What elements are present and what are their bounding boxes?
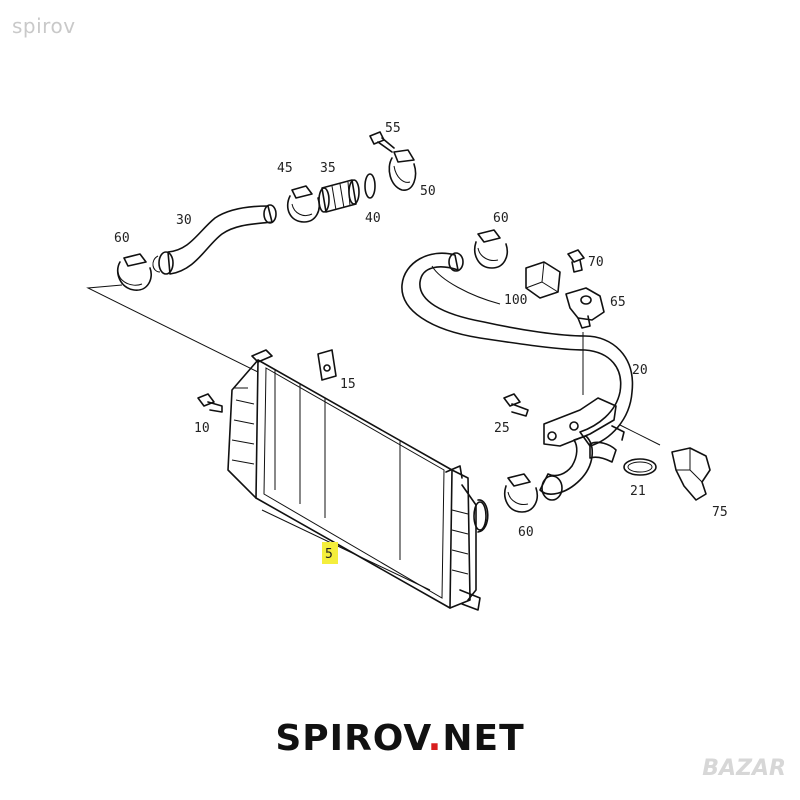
- bolt-25[interactable]: [503, 393, 529, 417]
- charge-air-hose-30[interactable]: [152, 204, 277, 275]
- bolt-70[interactable]: [567, 249, 585, 273]
- o-ring-40[interactable]: [364, 173, 376, 199]
- label-55[interactable]: 55: [385, 121, 401, 136]
- hose-clamp-45[interactable]: [286, 185, 320, 223]
- brand-tld: NET: [442, 718, 525, 759]
- sensor-75[interactable]: [671, 447, 711, 501]
- pressure-sensor-65[interactable]: [565, 287, 605, 329]
- corner-logo: BAZAR: [702, 756, 786, 781]
- label-65[interactable]: 65: [610, 295, 626, 310]
- label-60-top[interactable]: 60: [493, 211, 509, 226]
- hose-clamp-60-lower[interactable]: [504, 473, 538, 513]
- label-100[interactable]: 100: [504, 293, 527, 308]
- label-10[interactable]: 10: [194, 421, 210, 436]
- mounting-bracket[interactable]: [543, 397, 625, 447]
- bolt-10[interactable]: [197, 393, 223, 413]
- label-5[interactable]: 5: [325, 547, 333, 562]
- label-70[interactable]: 70: [588, 255, 604, 270]
- label-40[interactable]: 40: [365, 211, 381, 226]
- highlight-box: [322, 542, 338, 564]
- label-25[interactable]: 25: [494, 421, 510, 436]
- brand-logo: SPIROV.NET: [0, 718, 800, 759]
- bracket-15[interactable]: [317, 349, 337, 381]
- label-45[interactable]: 45: [277, 161, 293, 176]
- label-75[interactable]: 75: [712, 505, 728, 520]
- watermark-text: spirov: [12, 14, 76, 38]
- gasket-21[interactable]: [623, 458, 657, 476]
- hose-clamp-60-left[interactable]: [116, 253, 152, 291]
- label-50[interactable]: 50: [420, 184, 436, 199]
- brand-dot: .: [427, 718, 443, 759]
- leader-lines: [86, 284, 661, 591]
- label-60-lower[interactable]: 60: [518, 525, 534, 540]
- sensor-100[interactable]: [525, 261, 561, 299]
- label-20[interactable]: 20: [632, 363, 648, 378]
- callout-labels: 55 45 35 50 30 40 60 60 70 100 65 15 20 …: [114, 121, 728, 562]
- label-15[interactable]: 15: [340, 377, 356, 392]
- label-21[interactable]: 21: [630, 484, 646, 499]
- connector-35[interactable]: [318, 179, 360, 213]
- label-35[interactable]: 35: [320, 161, 336, 176]
- charge-air-hose-20[interactable]: [401, 252, 634, 501]
- brand-name: SPIROV: [275, 718, 428, 759]
- hose-clamp-50[interactable]: [388, 149, 417, 191]
- bolt-55[interactable]: [369, 131, 395, 153]
- hose-clamp-60-top[interactable]: [474, 229, 508, 269]
- intercooler-radiator[interactable]: [227, 349, 489, 611]
- label-60-left[interactable]: 60: [114, 231, 130, 246]
- label-30[interactable]: 30: [176, 213, 192, 228]
